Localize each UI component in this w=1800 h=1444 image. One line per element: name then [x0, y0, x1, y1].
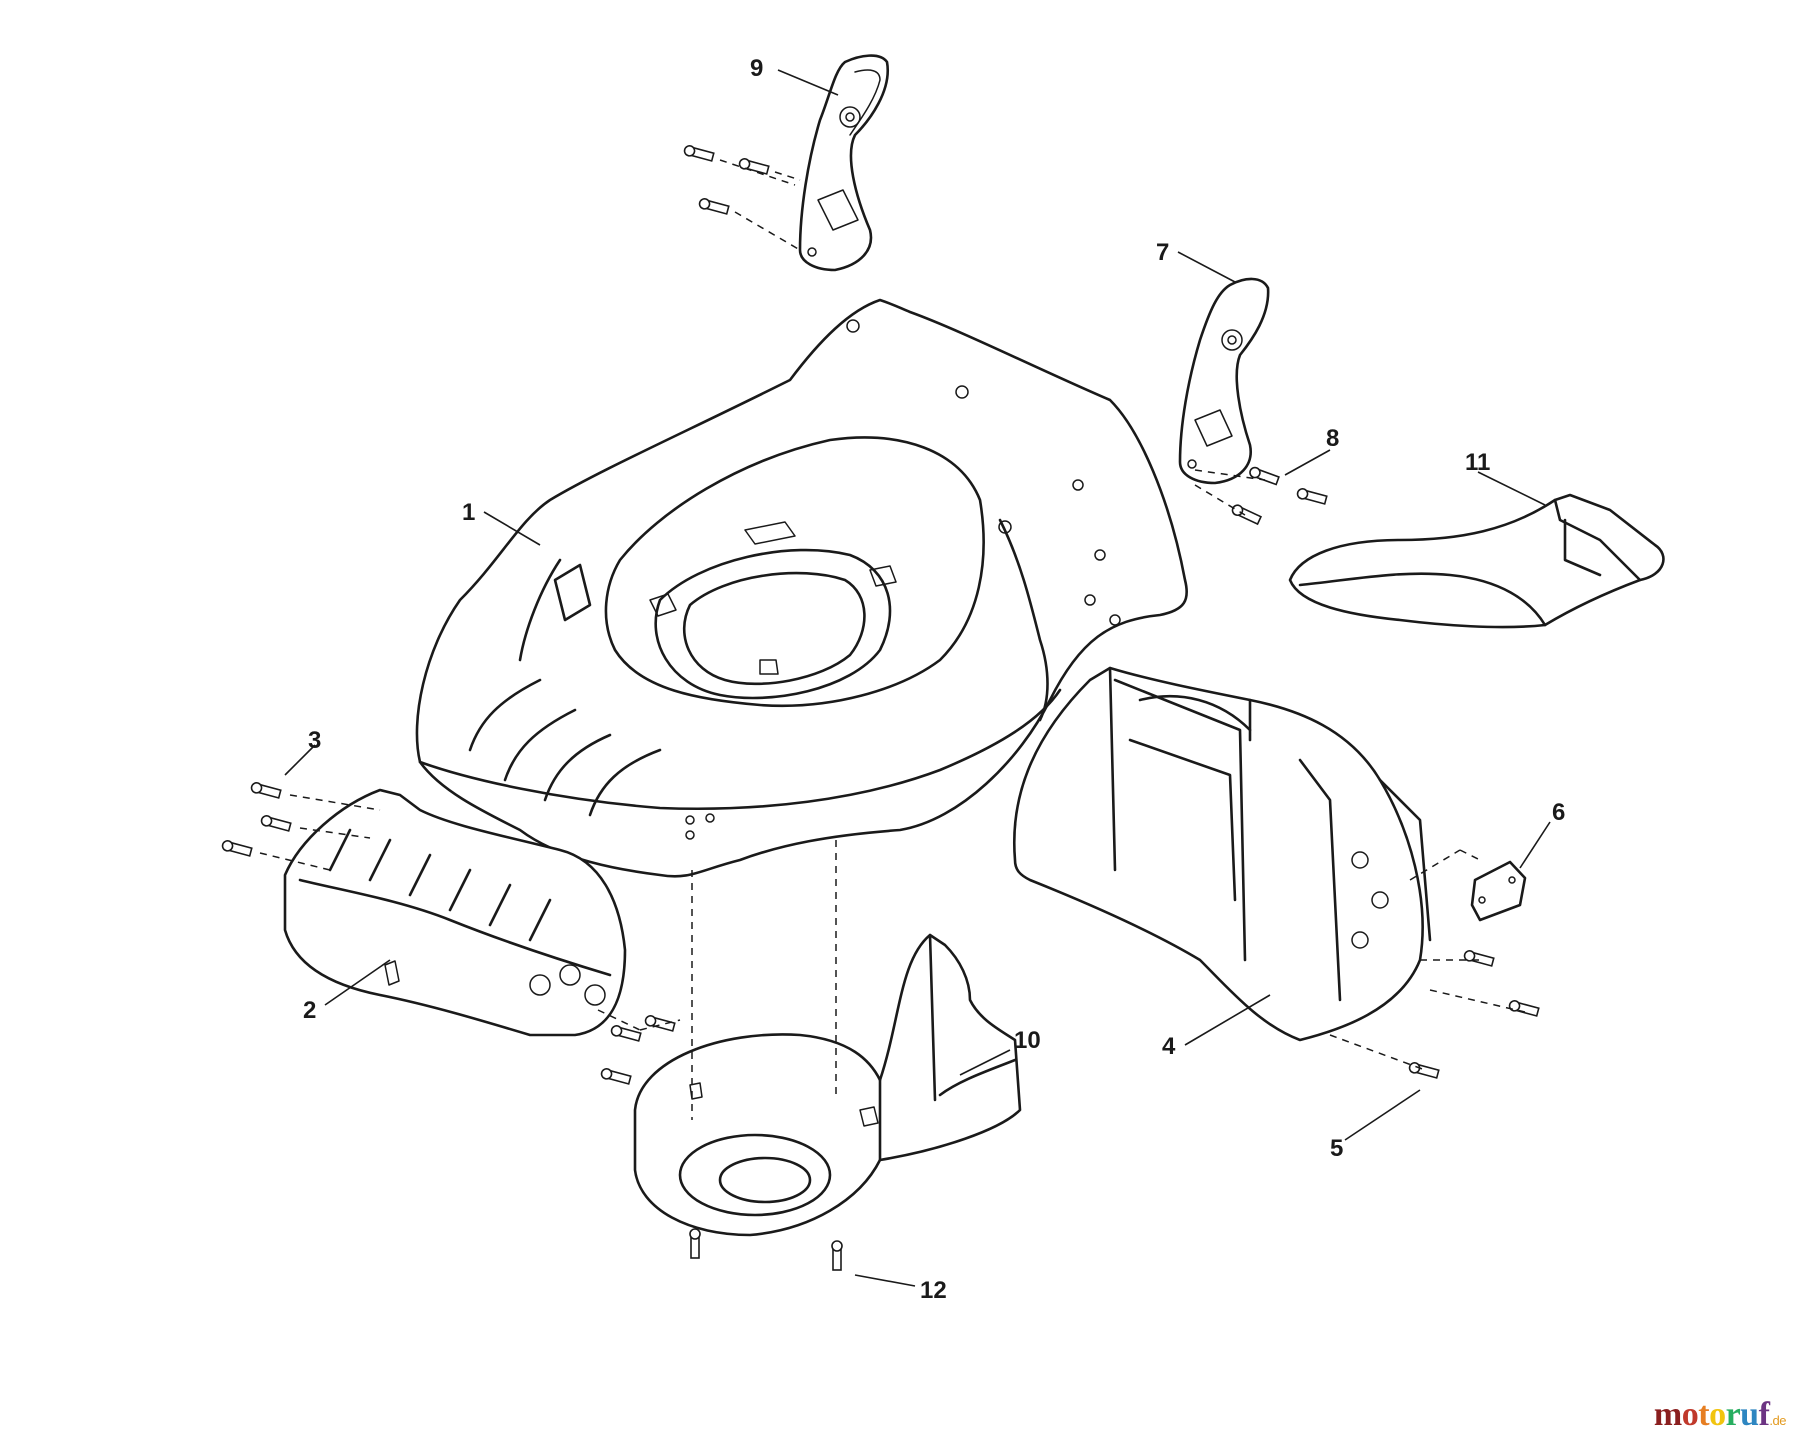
callout-7: 7	[1156, 239, 1169, 266]
motoruf-watermark-logo: motoruf.de	[1653, 1396, 1787, 1434]
part-1-deck	[415, 298, 1189, 878]
callout-4: 4	[1162, 1033, 1176, 1060]
callout-2: 2	[303, 997, 316, 1024]
watermark-letter: r	[1725, 1396, 1741, 1433]
part-7-handle-bracket	[1178, 277, 1270, 485]
screws	[221, 145, 1540, 1271]
watermark-tld: .de	[1769, 1413, 1786, 1428]
callout-1: 1	[462, 499, 475, 526]
part-9-handle-bracket	[798, 54, 890, 272]
part-10-deflector	[633, 933, 1022, 1237]
callout-labels: 1 2 3 4 5 6 7 8 9 10 11 12	[303, 55, 1565, 1304]
watermark-letter: m	[1653, 1396, 1682, 1433]
callout-5: 5	[1330, 1135, 1343, 1162]
callout-9: 9	[750, 55, 763, 82]
watermark-letter: t	[1698, 1396, 1710, 1433]
part-4-chute-frame	[1013, 666, 1432, 1042]
watermark-letter: f	[1758, 1396, 1770, 1433]
callout-12: 12	[920, 1277, 947, 1304]
part-6-plate	[1470, 860, 1527, 922]
callout-11: 11	[1465, 449, 1490, 476]
callout-10: 10	[1014, 1027, 1041, 1054]
watermark-letter: o	[1709, 1396, 1726, 1433]
part-11-rear-flap	[1288, 493, 1665, 629]
watermark-letter: o	[1681, 1396, 1699, 1433]
callout-8: 8	[1326, 425, 1339, 452]
callout-6: 6	[1552, 799, 1565, 826]
watermark-letter: u	[1740, 1396, 1759, 1433]
alignment-lines	[259, 159, 1526, 1120]
leader-lines	[284, 69, 1551, 1287]
callout-3: 3	[308, 727, 321, 754]
